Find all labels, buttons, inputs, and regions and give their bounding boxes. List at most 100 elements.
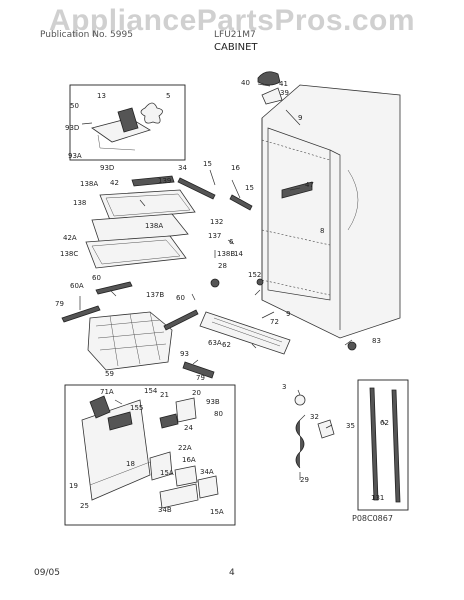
watermark-text: AppliancePartsPros.com <box>48 4 416 37</box>
fan-wire <box>97 134 136 151</box>
footer-date: 09/05 <box>34 568 60 578</box>
basket-wire-3 <box>99 343 167 351</box>
basket-wire-5 <box>129 313 141 365</box>
basket-wire-4 <box>109 315 119 367</box>
figure-code: P08C0867 <box>352 514 393 523</box>
control-window <box>107 411 133 431</box>
part-callout-label: 6 <box>229 238 234 246</box>
control-housing <box>81 399 151 501</box>
part-callout-label: 60 <box>176 294 185 302</box>
part-callout-label: 137B <box>146 291 164 299</box>
hinge-cover <box>261 87 283 105</box>
fan-blade <box>140 102 163 124</box>
part-callout-label: 25 <box>80 502 89 510</box>
rail-strip-left <box>369 387 379 501</box>
shelf-rail-inset <box>357 379 409 511</box>
part-callout-label: 34B <box>158 506 172 514</box>
part-callout-label: 132 <box>210 218 223 226</box>
cabinet-inner-liner <box>267 127 331 301</box>
part-callout-label: 71A <box>100 388 114 396</box>
part-callout-label: 59 <box>105 370 114 378</box>
part-callout-label: 9 <box>286 310 290 318</box>
shelf-glass-lower <box>91 239 181 265</box>
part-callout-label: 15A <box>160 469 174 477</box>
part-callout-label: 41 <box>279 80 288 88</box>
part-callout-label: 34A <box>200 468 214 476</box>
part-callout-label: 79 <box>196 374 205 382</box>
screw-cluster <box>210 278 220 288</box>
basket-rail-left <box>61 305 101 323</box>
part-callout-label: 62 <box>222 341 231 349</box>
part-callout-label: 138A <box>145 222 163 230</box>
part-callout-label: 93A <box>68 152 82 160</box>
part-callout-label: 42A <box>63 234 77 242</box>
control-panel-strip <box>281 181 313 199</box>
part-callout-label: 93D <box>65 124 79 132</box>
cabinet-body <box>261 84 401 339</box>
top-hinge <box>257 71 281 86</box>
control-housing-edge <box>89 461 151 486</box>
shelf-rail-left <box>177 177 216 200</box>
part-callout-label: 79 <box>55 300 64 308</box>
part-callout-label: 13 <box>97 92 106 100</box>
shelf-frame-upper <box>99 189 196 221</box>
leveling-spring <box>295 419 305 469</box>
part-callout-label: 72 <box>270 318 279 326</box>
part-callout-label: 138A <box>80 180 98 188</box>
part-callout-label: 155 <box>130 404 143 412</box>
light-lens-a <box>174 465 198 487</box>
fan-assembly-inset <box>69 84 186 161</box>
part-callout-label: 16 <box>231 164 240 172</box>
control-knob <box>89 395 111 419</box>
part-callout-label: 62 <box>380 419 389 427</box>
leveling-bracket <box>317 419 335 439</box>
part-callout-label: 152 <box>248 271 261 279</box>
part-callout-label: 14 <box>234 250 243 258</box>
light-lens-b <box>197 475 219 499</box>
part-callout-label: 139 <box>158 177 171 185</box>
part-callout-label: 32 <box>310 413 319 421</box>
shelf-glass-upper <box>105 193 191 217</box>
part-callout-label: 47 <box>305 181 314 189</box>
part-callout-label: 22A <box>178 444 192 452</box>
part-callout-label: 50 <box>70 102 79 110</box>
light-switch <box>175 397 197 423</box>
thermostat-cover <box>159 483 199 509</box>
part-callout-label: 8 <box>320 227 324 235</box>
part-callout-label: 29 <box>300 476 309 484</box>
freezer-basket <box>87 311 173 371</box>
part-callout-label: 60 <box>92 274 101 282</box>
rail-strip-right <box>391 389 401 503</box>
part-callout-label: 35 <box>346 422 355 430</box>
footer-page-number: 4 <box>229 568 235 578</box>
leader-lines <box>79 83 387 480</box>
model-number: LFU21M7 <box>214 30 256 40</box>
part-callout-label: 28 <box>218 262 227 270</box>
leveling-cap <box>294 394 306 406</box>
part-callout-label: 20 <box>192 389 201 397</box>
part-callout-label: 63A <box>208 339 222 347</box>
part-callout-label: 40 <box>241 79 250 87</box>
fan-motor <box>117 107 139 133</box>
part-callout-label: 16A <box>182 456 196 464</box>
part-callout-label: 24 <box>184 424 193 432</box>
part-callout-label: 42 <box>110 179 119 187</box>
light-socket <box>159 413 179 429</box>
part-callout-label: 138B <box>217 250 235 258</box>
part-callout-label: 39 <box>280 89 289 97</box>
part-callout-label: 154 <box>144 387 158 395</box>
part-callout-label: 15 <box>245 184 254 192</box>
basket-wire-6 <box>149 311 161 361</box>
part-callout-label: 80 <box>214 410 223 418</box>
part-callout-label: 15 <box>203 160 212 168</box>
bumper-part <box>182 361 215 379</box>
publication-number: Publication No. 5995 <box>40 30 133 40</box>
part-callout-label: 3 <box>282 383 286 391</box>
part-callout-label: 138C <box>60 250 78 258</box>
part-callout-label: 5 <box>166 92 170 100</box>
shelf-rail-right <box>229 194 253 211</box>
section-title: CABINET <box>214 42 258 53</box>
